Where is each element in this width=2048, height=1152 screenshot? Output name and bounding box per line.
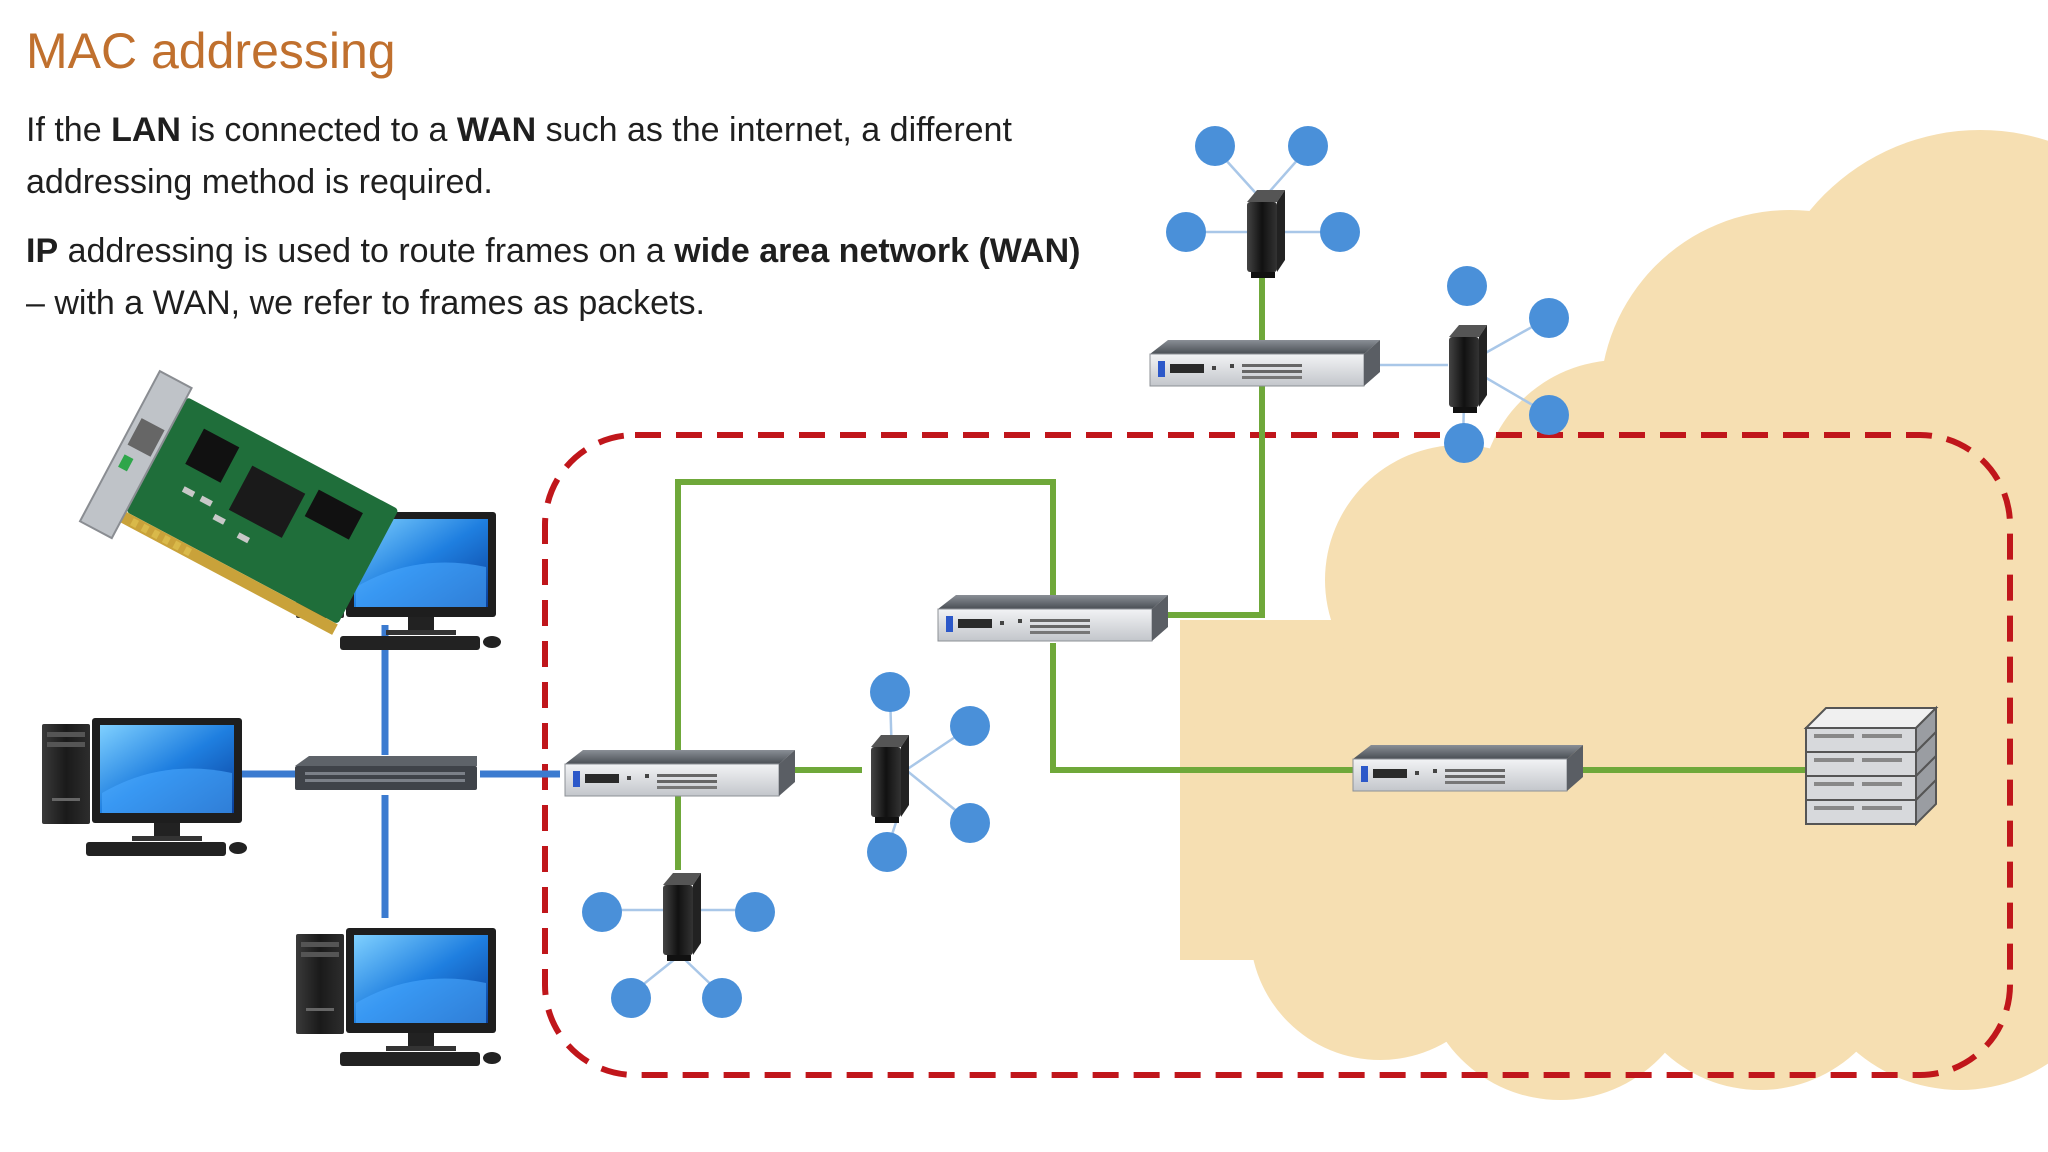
wireless-client-node-icon <box>1529 395 1569 435</box>
network-hub-icon <box>295 756 477 790</box>
wireless-client-node-icon <box>867 832 907 872</box>
router-middle <box>937 594 1169 642</box>
text-run: such as the internet, a different addres… <box>26 111 1012 201</box>
wireless-client-node-icon <box>870 672 910 712</box>
network-card-icon <box>78 369 398 635</box>
access-point-right <box>1449 325 1487 413</box>
wireless-client-node-icon <box>1320 212 1360 252</box>
text-run: is connected to a <box>180 111 457 149</box>
router-edge <box>564 749 796 797</box>
internet-cloud <box>1180 130 2048 1100</box>
text-run: If the <box>26 111 112 149</box>
wan-boundary <box>542 432 2013 1078</box>
wireless-client-node-icon <box>582 892 622 932</box>
server-stack-icon <box>1803 705 1939 827</box>
wireless-client-node-icon <box>1195 126 1235 166</box>
emphasized-term: WAN <box>456 111 537 149</box>
ip-paragraph: IP addressing is used to route frames on… <box>26 225 1106 329</box>
wireless-client-node-icon <box>1444 423 1484 463</box>
wireless-client-node-icon <box>611 978 651 1018</box>
access-point-middle <box>871 735 909 823</box>
desktop-computer-left <box>42 718 247 856</box>
wireless-client-node-icon <box>1166 212 1206 252</box>
wireless-client-node-icon <box>950 706 990 746</box>
emphasized-term: LAN <box>111 111 181 149</box>
desktop-computer-bottom <box>296 928 501 1066</box>
wireless-client-node-icon <box>1529 298 1569 338</box>
intro-paragraph: If the LAN is connected to a WAN such as… <box>26 104 1106 208</box>
router-upper <box>1149 339 1381 387</box>
router-internet <box>1352 744 1584 792</box>
access-point-top <box>1247 190 1285 278</box>
text-run: – with a WAN, we refer to frames as pack… <box>26 284 705 322</box>
text-run: addressing is used to route frames on a <box>58 232 675 270</box>
wireless-client-node-icon <box>1288 126 1328 166</box>
wireless-client-node-icon <box>950 803 990 843</box>
wireless-client-node-icon <box>1447 266 1487 306</box>
access-point-bottom <box>663 873 701 961</box>
emphasized-term: IP <box>26 232 59 270</box>
wireless-client-node-icon <box>735 892 775 932</box>
emphasized-term: wide area network (WAN) <box>674 232 1081 270</box>
slide-title: MAC addressing <box>26 23 396 79</box>
wan-links <box>675 275 1805 870</box>
wireless-client-node-icon <box>702 978 742 1018</box>
